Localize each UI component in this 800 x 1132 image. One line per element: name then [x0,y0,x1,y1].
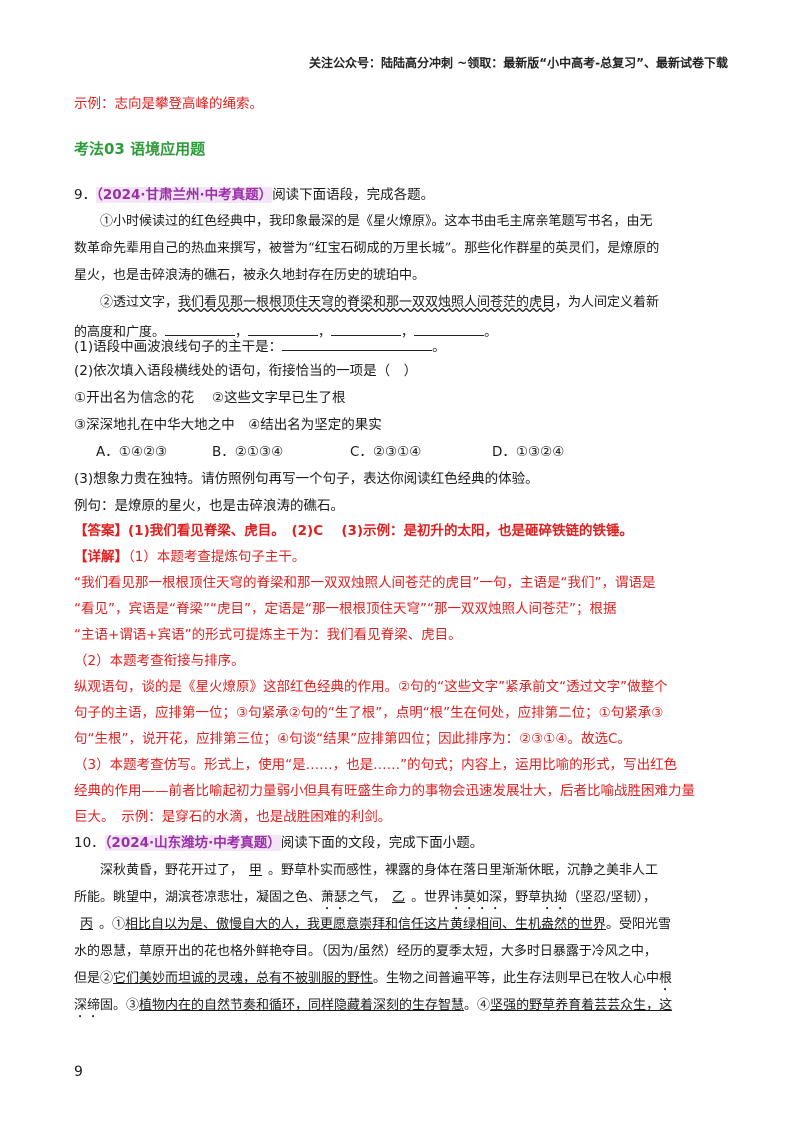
choice-c: C．②③①④ [350,444,422,460]
blank-3 [331,321,402,336]
q9-prompt: 阅读下面语段，完成各题。 [272,187,435,203]
q9-heading: 9．（2024·甘肃兰州·中考真题）阅读下面语段，完成各题。 [74,186,434,204]
q10-underlined-2: 它们美妙而坦诚的灵魂，总有不被驯服的野性 [113,971,374,986]
q9-sub1-text: (1)语段中画波浪线句子的主干是： [74,339,283,355]
q10-l3-d: 。受阳光雪 [606,917,672,932]
q9-para1-line3: 星火，也是击碎浪涛的礁石，被永久地封存在历史的琥珀中。 [74,268,426,283]
q10-l6-a: 深缔 [74,998,101,1013]
q9-number: 9． [74,187,97,203]
q10-l2-f: 讳莫如深 [450,890,503,905]
q10-underlined-4: 坚强的野草养育着芸芸众生，这 [490,998,673,1013]
detail-2-line1: 纵观语句，谈的是《星火燎原》这部红色经典的作用。②句的“这些文字”紧承前文“透过… [74,679,668,695]
q10-number: 10． [74,835,105,851]
detail-2-line2: 句子的主语，应排第一位；③句紧承②句的“生了根”，点明“根”生在何处，应排第二位… [74,705,664,721]
sub1-blank [282,336,433,351]
q9-wavy-sentence: 我们看见那一根根顶住天穹的脊梁和那一双双烛照人间苍茫的虎目 [178,295,556,310]
detail-3-line2: 巨大。 示例：是穿石的水滴，也是战胜困难的利剑。 [74,809,392,825]
q10-l2-e: 。世界 [411,890,451,905]
detail-1-line2: “看见”，宾语是“脊梁”“虎目”，定语是“那一根根顶住天穹”“那一双双烛照人间苍… [74,601,617,617]
q9-answer: 【答案】(1)我们看见脊梁、虎目。 (2)C (3)示例：是初升的太阳，也是砸碎… [74,522,633,540]
q9-para2-line1: ②透过文字，我们看见那一根根顶住天穹的脊梁和那一双双烛照人间苍茫的虎目，为人间定… [100,294,659,312]
detail-1-line3: “主语+谓语+宾语”的形式可提炼主干为：我们看见脊梁、虎目。 [74,627,462,643]
q10-l5-d: 根 [659,971,673,986]
blank-4 [414,321,485,336]
section-title: 考法03 语境应用题 [74,140,206,158]
q9-para2-text-c: ，为人间定义着新 [555,295,660,310]
blank-yi: 乙 [392,890,406,905]
answer-text: (1)我们看见脊梁、虎目。 (2)C (3)示例：是初升的太阳，也是砸碎铁链的铁… [128,523,634,539]
q10-l2-i: （坚忍/坚韧）， [567,890,657,905]
blank-1 [165,321,236,336]
detail-2-title: （2）本题考查衔接与排序。 [74,653,245,669]
q10-l1-a: 深秋黄昏，野花开过了， [100,863,244,878]
answer-tag: 【答案】 [74,523,128,539]
choice-d: D．①③②④ [492,444,565,460]
q10-line1: 深秋黄昏，野花开过了， 甲。野草朴实而感性，裸露的身体在落日里渐渐休眠，沉静之美非… [100,862,658,880]
page-number: 9 [74,1064,83,1080]
blank-2 [248,321,319,336]
q9-example: 例句：是燎原的星火，也是击碎浪涛的礁石。 [74,498,344,514]
q9-para2-text-line2: 的高度和广度。 [74,325,166,340]
q9-source-tag: （2024·甘肃兰州·中考真题） [96,187,273,203]
q10-l5-c: 。生物之间普遍平等，此生存法则早已在牧人心中 [373,971,660,986]
previous-example: 示例：志向是攀登高峰的绳索。 [74,96,263,112]
detail-1-title: （1）本题考查提炼句子主干。 [128,549,306,565]
detail-3-line1: 经典的作用——前者比喻起初力量弱小但具有旺盛生命力的事物会迅速发展壮大，后者比喻… [74,783,695,799]
q9-para2-text-a: ②透过文字， [100,295,179,310]
q10-l5-a: 但是② [74,971,114,986]
detail-tag: 【详解】 [74,549,128,565]
q10-l6-b: 固。③ [100,998,140,1013]
blank-bing: 丙 [80,917,94,932]
q10-line3: 丙。①相比自以为是、傲慢自大的人，我更愿意崇拜和信任这片黄绿相间、生机盎然的世界… [74,916,671,934]
q10-l2-b: 萧瑟 [321,890,348,905]
q10-l1-c: 。野草朴实而感性，裸露的身体在落日里渐渐休眠，沉静之美非人工 [268,863,659,878]
q9-sub2: (2)依次填入语段横线处的语句，衔接恰当的一项是（ ） [74,363,418,379]
detail-1-line1: “我们看见那一根根顶住天穹的脊梁和那一双双烛照人间苍茫的虎目”一句，主语是“我们… [74,575,656,591]
q10-source-tag: （2024·山东潍坊·中考真题） [104,835,281,851]
detail-2-line3: 句“生根”，说开花，应排第三位；④句谈“结果”应排第四位；因此排序为：②③①④。… [74,731,631,747]
q10-prompt: 阅读下面的文段，完成下面小题。 [280,835,484,851]
q9-sub1: (1)语段中画波浪线句子的主干是：。 [74,336,446,356]
q10-l2-h: 执拗 [541,890,568,905]
choice-a: A．①④②③ [96,444,168,460]
q10-line5: 但是②它们美妙而坦诚的灵魂，总有不被驯服的野性。生物之间普遍平等，此生存法则早已… [74,970,672,994]
q10-line2: 所能。眺望中，湖滨苍凉悲壮，凝固之色、萧瑟之气， 乙。世界讳莫如深，野草执拗（坚忍… [74,889,656,913]
q9-detail-1: 【详解】（1）本题考查提炼句子主干。 [74,548,305,566]
q10-line6: 深缔固。③植物内在的自然节奏和循环，同样隐藏着深刻的生存智慧。④坚强的野草养育着… [74,997,672,1021]
q10-l2-g: ，野草 [502,890,542,905]
q10-l3-b: 。① [99,917,126,932]
q10-l2-a: 所能。眺望中，湖滨苍凉悲壮，凝固之色、 [74,890,322,905]
q9-para1-line2: 数革命先辈用自己的热血来撰写，被誉为“红宝石砌成的万里长城”。那些化作群星的英灵… [74,241,660,256]
q10-line4: 水的恩慧，草原开出的花也格外鲜艳夺目。（因为/虽然）经历的夏季太短，大多时日暴露… [74,944,657,959]
blank-jia: 甲 [249,863,263,878]
q10-underlined-1: 相比自以为是、傲慢自大的人，我更愿意崇拜和信任这片黄绿相间、生机盎然的世界 [125,917,607,932]
q10-heading: 10．（2024·山东潍坊·中考真题）阅读下面的文段，完成下面小题。 [74,834,483,852]
q9-sub3: (3)想象力贵在独特。请仿照例句再写一个句子，表达你阅读红色经典的体验。 [74,471,539,487]
q9-para2-line2: 的高度和广度。，，，。 [74,321,497,342]
q10-underlined-3: 植物内在的自然节奏和循环，同样隐藏着深刻的生存智慧 [139,998,465,1013]
q10-l2-c: 之气， [347,890,387,905]
q9-options-line2: ③深深地扎在中华大地之中 ④结出名为坚定的果实 [74,417,382,433]
q10-l6-d: 。④ [464,998,491,1013]
q9-options-line1: ①开出名为信念的花 ②这些文字早已生了根 [74,390,346,406]
page-header: 关注公众号：陆陆高分冲刺 ~领取：最新版“小中高考-总复习”、最新试卷下载 [309,56,728,70]
choice-b: B．②①③④ [212,444,284,460]
detail-3-title: （3）本题考查仿写。形式上，使用“是……，也是……”的句式；内容上，运用比喻的形… [74,757,678,773]
q9-para1-line1: ①小时候读过的红色经典中，我印象最深的是《星火燎原》。这本书由毛主席亲笔题写书名… [100,214,653,229]
